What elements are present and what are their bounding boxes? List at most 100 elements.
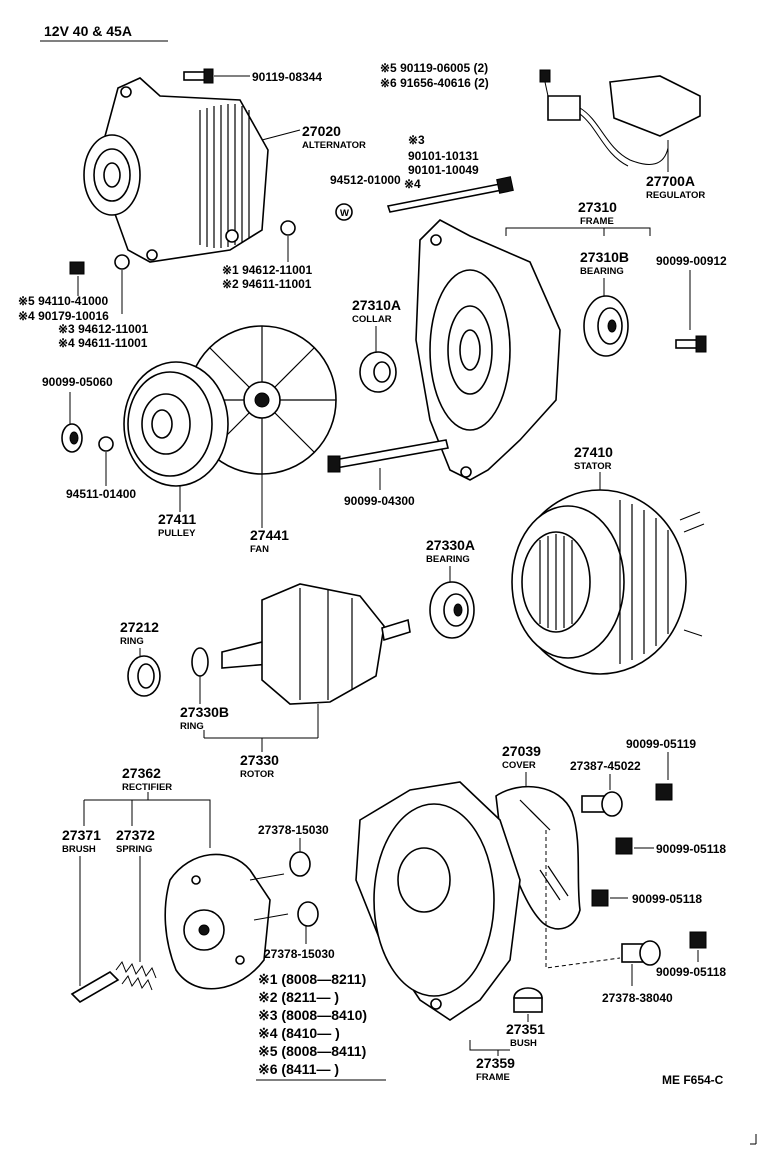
label-reg-screw-2: ※6 91656-40616 (2) (380, 76, 489, 90)
brush-drawing (70, 970, 120, 1004)
label-cover-name: COVER (502, 760, 536, 771)
label-bush-name: BUSH (510, 1038, 537, 1049)
label-rotor-no: 27330 (240, 752, 279, 768)
label-ring-name: RING (120, 636, 144, 647)
label-rectifier-no: 27362 (122, 765, 161, 781)
label-stator-name: STATOR (574, 461, 612, 472)
label-ring2-name: RING (180, 721, 204, 732)
collar-drawing (359, 351, 397, 393)
label-bearing2-name: BEARING (426, 554, 470, 565)
long-bolt-drawing (386, 176, 514, 213)
label-regulator-name: REGULATOR (646, 190, 705, 201)
regulator-drawing (547, 75, 701, 167)
label-nut-05118-b: 90099-05118 (632, 892, 702, 906)
label-ins-15030-b: 27378-15030 (264, 947, 335, 961)
legend-item-3: ※3 (8008—8410) (258, 1007, 367, 1023)
label-washer-3: ※3 94612-11001 (58, 322, 148, 336)
washer-3-4-drawing (114, 254, 130, 270)
label-frame-no: 27310 (578, 199, 617, 215)
ring-27330b-drawing (191, 647, 209, 677)
label-bolt-m3-mark: ※3 (408, 133, 425, 147)
screw-00912-drawing (675, 335, 707, 353)
ring-27212-drawing (127, 655, 161, 697)
bolt-top-drawing (183, 68, 214, 84)
legend-item-4: ※4 (8410— ) (258, 1025, 340, 1041)
label-bush-no: 27351 (506, 1021, 545, 1037)
label-screw-00912: 90099-00912 (656, 254, 727, 268)
nut-05118-c-drawing (689, 931, 707, 949)
label-washer-2: ※2 94611-11001 (222, 277, 312, 291)
label-reg-screw-1: ※5 90119-06005 (2) (380, 61, 488, 75)
label-fan-name: FAN (250, 544, 269, 555)
label-nut-05060: 90099-05060 (42, 375, 113, 389)
bush-drawing (513, 987, 543, 1013)
washer-1-2-drawing (280, 220, 296, 236)
label-bolt-m4-mark: ※4 (404, 177, 421, 191)
label-nut-4: ※4 90179-10016 (18, 309, 109, 323)
legend-item-5: ※5 (8008—8411) (258, 1043, 366, 1059)
header-title: 12V 40 & 45A (44, 23, 132, 39)
label-ring-no: 27212 (120, 619, 159, 635)
label-collar-no: 27310A (352, 297, 401, 313)
washer-94512-drawing (335, 203, 353, 221)
label-rotor-name: ROTOR (240, 769, 274, 780)
washer-w-mark: W (340, 208, 349, 219)
label-washer-94511: 94511-01400 (66, 487, 136, 501)
plug-05119-drawing (655, 783, 673, 801)
label-bolt-m3: 90101-10131 (408, 149, 479, 163)
label-regulator-no: 27700A (646, 173, 695, 189)
nut-05118-a-drawing (615, 837, 633, 855)
label-spring-name: SPRING (116, 844, 152, 855)
insulator-38040-drawing (621, 940, 661, 966)
label-rear-frame-name: FRAME (476, 1072, 510, 1083)
label-nut-5: ※5 94110-41000 (18, 294, 108, 308)
label-bolt-top: 90119-08344 (252, 70, 322, 84)
label-cover-no: 27039 (502, 743, 541, 759)
spring-drawing (115, 960, 157, 991)
label-washer-4: ※4 94611-11001 (58, 336, 148, 350)
label-pulley-name: PULLEY (158, 528, 196, 539)
label-ring2-no: 27330B (180, 704, 229, 720)
label-ins-38040: 27378-38040 (602, 991, 673, 1005)
nut-05118-b-drawing (591, 889, 609, 907)
insulator-27387-drawing (581, 791, 623, 817)
label-nut-05118-a: 90099-05118 (656, 842, 726, 856)
ins-15030-a-drawing (289, 851, 311, 877)
alternator-assembly-drawing (83, 77, 269, 263)
label-pulley-no: 27411 (158, 511, 196, 527)
label-stud-04300: 90099-04300 (344, 494, 415, 508)
label-fan-no: 27441 (250, 527, 289, 543)
front-frame-drawing (415, 219, 561, 481)
label-alternator-name: ALTERNATOR (302, 140, 366, 151)
label-frame-name: FRAME (580, 216, 614, 227)
label-washer-1: ※1 94612-11001 (222, 263, 312, 277)
bearing-27310b-drawing (583, 295, 629, 357)
label-bearing2-no: 27330A (426, 537, 475, 553)
nut-drawing (69, 261, 85, 275)
label-alternator-no: 27020 (302, 123, 341, 139)
label-ins-15030-a: 27378-15030 (258, 823, 329, 837)
legend: ※1 (8008—8211) ※2 (8211— ) ※3 (8008—8410… (256, 971, 386, 1081)
legend-item-1: ※1 (8008—8211) (258, 971, 366, 987)
label-bearing-no: 27310B (580, 249, 629, 265)
rear-frame-drawing (355, 781, 521, 1021)
rectifier-drawing (164, 853, 289, 990)
label-collar-name: COLLAR (352, 314, 392, 325)
legend-item-6: ※6 (8411— ) (258, 1061, 339, 1077)
stud-04300-drawing (327, 439, 449, 473)
label-brush-no: 27371 (62, 827, 101, 843)
label-rectifier-name: RECTIFIER (122, 782, 172, 793)
label-bolt-m4: 90101-10049 (408, 163, 479, 177)
label-washer-94512: 94512-01000 (330, 173, 401, 187)
label-stator-no: 27410 (574, 444, 613, 460)
label-insulator-27387: 27387-45022 (570, 759, 641, 773)
stator-drawing (511, 489, 705, 675)
legend-item-2: ※2 (8211— ) (258, 989, 339, 1005)
label-bearing-name: BEARING (580, 266, 624, 277)
label-rear-frame-no: 27359 (476, 1055, 515, 1071)
footer-code: ME F654-C (662, 1073, 724, 1087)
reg-screw-drawing (539, 69, 551, 97)
ins-15030-b-drawing (297, 901, 319, 927)
bearing-27330a-drawing (429, 581, 475, 639)
